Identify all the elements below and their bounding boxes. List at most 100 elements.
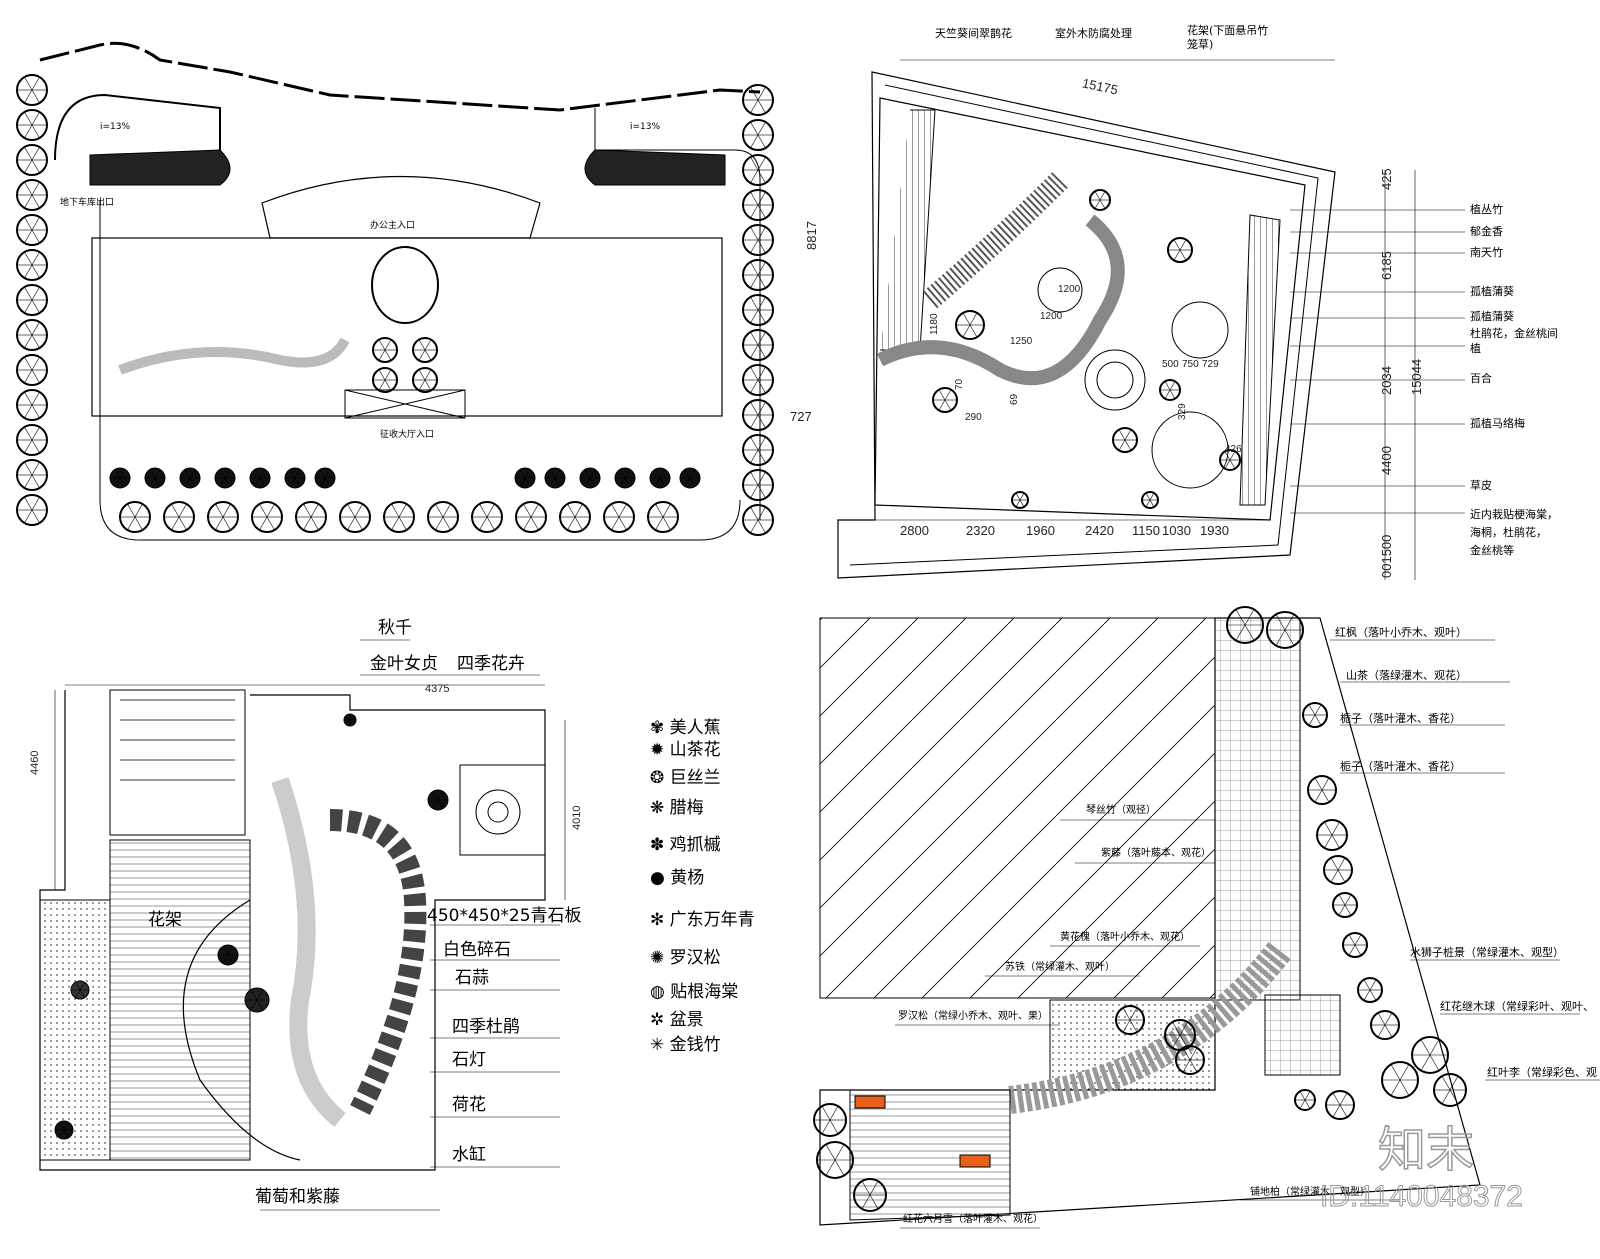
legend-item: ✽ 鸡抓槭	[650, 835, 721, 855]
plant-label: 孤植蒲葵	[1470, 285, 1514, 298]
camellia-icon: ✹	[650, 740, 670, 760]
lotus-label: 荷花	[452, 1095, 486, 1115]
legend-item: ✻ 广东万年青	[650, 910, 755, 930]
podocarpus-icon: ✺	[650, 948, 670, 968]
plant-label: 金丝桃等	[1470, 544, 1514, 557]
rooftop-top-label: 天竺葵间翠鹊花	[935, 27, 1012, 40]
azalea-label: 四季杜鹃	[452, 1017, 520, 1037]
inner-dim: 1200	[1058, 284, 1081, 295]
dim-bottom: 2320	[966, 523, 995, 538]
dim-bottom: 1930	[1200, 523, 1229, 538]
garden-plant-label: 栀子（落叶灌木、香花）	[1340, 760, 1461, 773]
inner-dim: 70	[954, 378, 965, 390]
legend-item: ❋ 腊梅	[650, 798, 704, 818]
garden-plant-label: 栀子（落叶灌木、香花）	[1340, 712, 1461, 725]
garden-plant-label: 山茶（落绿灌木、观花）	[1346, 669, 1467, 682]
garden-plant-label: 琴丝竹（观径）	[1086, 805, 1156, 816]
pergola-label: 花架	[148, 910, 182, 930]
garden-plant-label: 罗汉松（常绿小乔木、观叶、果）	[898, 1011, 1048, 1022]
quince-icon: ◍	[650, 982, 671, 1002]
garden-plant-label: 铺地柏（常绿灌木、观型）	[1250, 1187, 1370, 1198]
dim-width: 4375	[425, 683, 450, 695]
plant-label: 郁金香	[1470, 225, 1503, 238]
boxwood-icon: ●	[650, 868, 671, 888]
dim-bottom: 1150	[1132, 523, 1160, 538]
plant-label: 杜鹃花，金丝桃间	[1470, 327, 1558, 340]
inner-dim: 750	[1182, 359, 1199, 370]
dim-bottom: 2420	[1085, 523, 1114, 538]
bonsai-icon: ✲	[650, 1010, 670, 1030]
garden-plant-label: 水狮子桩景（常绿灌木、观型）	[1410, 946, 1564, 959]
plant-label: 海桐，杜鹃花，	[1470, 526, 1547, 539]
rooftop-top-label: 笼草)	[1187, 38, 1214, 51]
dim-bottom: 2800	[900, 523, 929, 538]
hall-entrance-label: 征收大厅入口	[380, 430, 435, 440]
garden-plant-label: 紫藤（落叶藤本、观花）	[1101, 848, 1211, 859]
inner-dim: 69	[1009, 393, 1020, 405]
legend-item: ✳ 金钱竹	[650, 1035, 721, 1055]
legend-item: ● 黄杨	[650, 868, 705, 888]
golden-privet-label: 金叶女贞	[370, 654, 438, 674]
plant-label: 孤植蒲葵	[1470, 310, 1514, 323]
lantern-label: 石灯	[452, 1050, 486, 1070]
dim-right: 6185	[1379, 251, 1394, 280]
rooftop-top-label: 花架(下面悬吊竹	[1187, 24, 1269, 37]
office-main-entrance-label: 办公主入口	[370, 221, 416, 231]
inner-dim: 1200	[1040, 311, 1063, 322]
slope-left-label: i=13%	[100, 122, 131, 132]
dim-left: 4460	[29, 750, 41, 775]
dim-right: 425	[1379, 168, 1394, 190]
rooftop-garden-plan	[837, 59, 1465, 580]
dim-bottom: 1030	[1162, 523, 1191, 538]
dim-bottom: 1960	[1026, 523, 1055, 538]
garden-plant-label: 红叶李（常绿彩色、观	[1487, 1066, 1597, 1079]
legend-item: ✲ 盆景	[650, 1010, 704, 1030]
corner-garden-plan	[813, 606, 1600, 1229]
maple-icon: ✽	[650, 835, 670, 855]
legend-item: ✺ 罗汉松	[650, 948, 721, 968]
inner-dim: 729	[1202, 359, 1219, 370]
slab-label: 450*450*25青石板	[427, 906, 582, 926]
rooftop-top-label: 室外木防腐处理	[1055, 27, 1132, 40]
plant-label: 近内栽贴梗海棠，	[1470, 508, 1558, 521]
canna-icon: ✾	[650, 718, 670, 738]
watermark-id: ID:1140048372	[1320, 1180, 1524, 1214]
legend-item: ◍ 贴根海棠	[650, 982, 739, 1002]
garden-plant-label: 黄花槐（落叶小乔木、观花）	[1060, 932, 1190, 943]
dim-right-total: 15044	[1409, 358, 1424, 395]
garage-exit-label: 地下车库出口	[60, 198, 115, 208]
bamboo-icon: ✳	[650, 1035, 670, 1055]
plant-label: 孤植马络梅	[1470, 417, 1525, 430]
lycoris-label: 石蒜	[455, 968, 489, 988]
aglaonema-icon: ✻	[650, 910, 670, 930]
yucca-icon: ❂	[650, 768, 670, 788]
garden-plant-label: 红枫（落叶小乔木、观叶）	[1335, 626, 1467, 639]
wintersweet-icon: ❋	[650, 798, 670, 818]
courtyard-plan	[39, 639, 566, 1211]
plant-label: 植	[1470, 342, 1481, 355]
inner-dim: 290	[965, 412, 982, 423]
watermark-logo: 知末	[1377, 1123, 1475, 1178]
inner-dim: 1180	[929, 313, 940, 335]
garden-plant-label: 苏铁（常绿灌木、观叶）	[1005, 962, 1115, 973]
inner-dim: 1250	[1010, 336, 1033, 347]
water-jar-label: 水缸	[452, 1145, 486, 1165]
slope-right-label: i=13%	[630, 122, 661, 132]
dim-left: 8817	[804, 221, 819, 250]
seasonal-flowers-label: 四季花卉	[457, 654, 525, 674]
dim-right: 001500	[1379, 534, 1394, 578]
dim-left-small: 727	[790, 409, 812, 424]
legend-item: ❂ 巨丝兰	[650, 768, 721, 788]
plant-label: 草皮	[1470, 479, 1492, 492]
garden-plant-label: 红花六月雪（落叶灌木、观花）	[903, 1214, 1043, 1225]
inner-dim: 426	[1225, 444, 1242, 455]
dim-right: 4400	[1379, 446, 1394, 475]
plant-label: 百合	[1470, 372, 1492, 385]
swing-label: 秋千	[378, 618, 412, 638]
inner-dim: 329	[1177, 403, 1188, 420]
inner-dim: 500	[1162, 359, 1179, 370]
garden-plant-label: 红花继木球（常绿彩叶、观叶、	[1440, 1000, 1594, 1013]
plant-label: 南天竹	[1470, 246, 1503, 259]
legend-item: ✹ 山茶花	[650, 740, 721, 760]
